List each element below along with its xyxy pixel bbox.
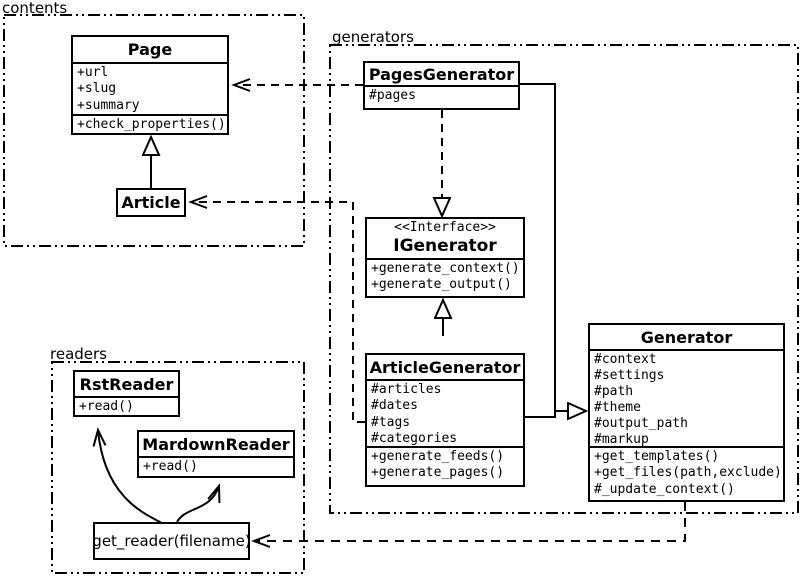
class-article-generator-title: ArticleGenerator <box>367 355 523 381</box>
method: +generate_feeds() <box>371 449 505 464</box>
package-label-generators: generators <box>332 28 414 46</box>
attribute: #theme <box>594 400 641 415</box>
class-rst-reader-title: RstReader <box>75 372 178 398</box>
method: +generate_context() <box>371 261 520 276</box>
class-igenerator-stereotype: <<Interface>> <box>394 220 496 235</box>
class-pages-generator: PagesGenerator #pages <box>363 61 520 110</box>
package-label-readers: readers <box>50 345 107 363</box>
attribute: #settings <box>594 368 665 383</box>
class-generator-attributes: #context #settings #path #theme #output_… <box>590 351 783 448</box>
attribute: #pages <box>369 88 416 103</box>
edge-pagesgenerator-inherits-generator <box>520 83 586 411</box>
attribute: #tags <box>371 414 411 430</box>
node-get-reader: get_reader(filename) <box>92 522 251 560</box>
method: +get_files(path,exclude) <box>594 465 782 481</box>
node-get-reader-label: get_reader(filename) <box>92 532 251 550</box>
class-igenerator-methods: +generate_context() +generate_output() <box>367 260 523 296</box>
method: +read() <box>143 459 198 474</box>
class-mardown-reader-methods: +read() <box>139 458 293 476</box>
class-article: Article <box>116 188 186 217</box>
class-mardown-reader: MardownReader +read() <box>137 430 295 478</box>
class-generator-title: Generator <box>590 325 783 351</box>
attribute: #articles <box>371 382 442 397</box>
class-pages-generator-title: PagesGenerator <box>365 63 518 87</box>
class-article-generator-attributes: #articles #dates #tags #categories <box>367 381 523 448</box>
class-page-attributes: +url +slug +summary <box>73 64 227 116</box>
edge-articlegenerator-depends-article <box>188 195 365 423</box>
attribute: #dates <box>371 398 418 414</box>
class-page-title: Page <box>73 37 227 64</box>
class-pages-generator-attributes: #pages <box>365 87 518 108</box>
class-generator: Generator #context #settings #path #them… <box>588 323 785 502</box>
class-rst-reader-methods: +read() <box>75 398 178 415</box>
method: +get_templates() <box>594 449 720 464</box>
method: +generate_pages() <box>371 465 505 481</box>
attribute: #output_path <box>594 416 688 431</box>
method: #_update_context() <box>594 481 735 497</box>
class-article-generator: ArticleGenerator #articles #dates #tags … <box>365 353 525 487</box>
class-igenerator-name: IGenerator <box>393 236 497 256</box>
method: +generate_output() <box>371 277 512 293</box>
method: +check_properties() <box>77 117 226 132</box>
class-page-methods: +check_properties() <box>73 116 227 133</box>
attribute: +url <box>77 65 109 80</box>
attribute: #markup <box>594 432 649 447</box>
class-igenerator: <<Interface>> IGenerator +generate_conte… <box>365 217 525 298</box>
attribute: +slug <box>77 81 117 97</box>
class-igenerator-title: <<Interface>> IGenerator <box>367 219 523 260</box>
class-rst-reader: RstReader +read() <box>73 370 180 417</box>
class-generator-methods: +get_templates() +get_files(path,exclude… <box>590 448 783 500</box>
class-page: Page +url +slug +summary +check_properti… <box>71 35 229 135</box>
class-mardown-reader-title: MardownReader <box>139 432 293 458</box>
attribute: #categories <box>371 431 458 447</box>
package-label-contents: contents <box>2 0 68 17</box>
edge-articlegenerator-inherits-generator <box>525 411 556 418</box>
attribute: #context <box>594 352 657 367</box>
method: +read() <box>79 399 134 414</box>
edge-generator-depends-getreader <box>251 502 686 548</box>
edge-getreader-to-mardownreader <box>176 483 221 523</box>
attribute: +summary <box>77 97 140 113</box>
class-article-generator-methods: +generate_feeds() +generate_pages() <box>367 448 523 485</box>
class-article-title: Article <box>121 193 181 212</box>
attribute: #path <box>594 384 634 399</box>
